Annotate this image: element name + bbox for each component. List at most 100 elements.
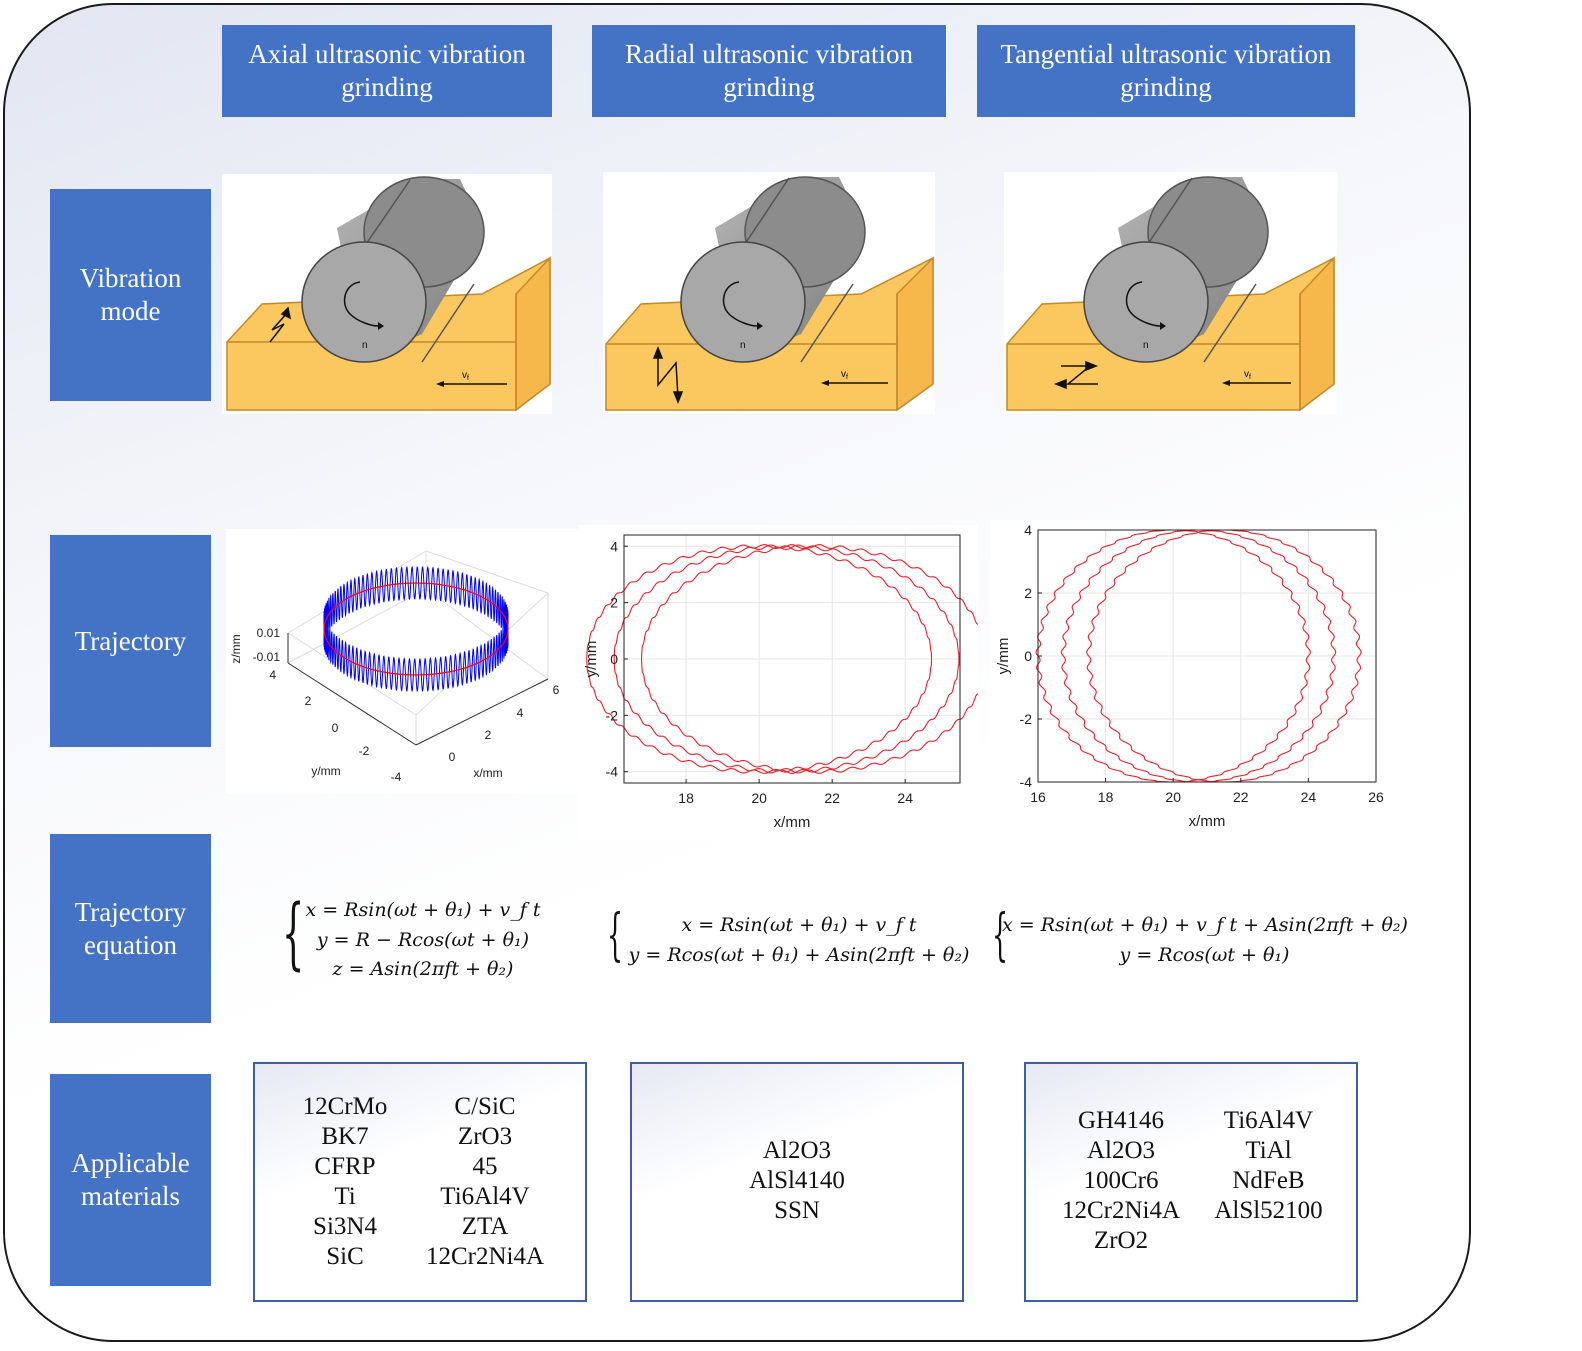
x-tick-label: 18 <box>1098 789 1114 805</box>
equation-line: x = Rsin(ωt + θ₁) + v_f t + Asin(2πft + … <box>1002 914 1408 936</box>
vibration-mode-tangential: n vf <box>1004 172 1337 414</box>
material-item: C/SiC <box>454 1093 516 1120</box>
radial-vibration-arrow <box>652 345 684 405</box>
grinding-wheel: n <box>301 176 485 363</box>
trajectory-curve <box>586 544 933 774</box>
material-item: BK7 <box>321 1123 369 1150</box>
y-tick-label: -2 <box>1020 711 1033 727</box>
x-tick-label: 20 <box>751 790 767 806</box>
material-item: Ti6Al4V <box>440 1183 530 1210</box>
z-tick-label: -0.01 <box>253 650 281 664</box>
axis-wireframe <box>425 588 549 680</box>
rotation-label: n <box>1143 340 1149 351</box>
material-item: 45 <box>472 1153 498 1180</box>
equation-line: x = Rsin(ωt + θ₁) + v_f t <box>305 899 541 921</box>
x-tick-label: 22 <box>1233 789 1249 805</box>
axial-vibration-arrow <box>269 306 292 343</box>
equation-line: y = Rcos(ωt + θ₁) + Asin(2πft + θ₂) <box>628 944 970 966</box>
x-tick-label: 22 <box>824 790 840 806</box>
feed-arrow: vf <box>821 369 888 386</box>
trajectory-3d-red <box>323 582 509 676</box>
y-tick-label: 4 <box>1024 522 1032 538</box>
feed-arrow: vf <box>436 370 507 387</box>
y-tick-label: 4 <box>610 538 618 554</box>
x-tick-label: 24 <box>897 790 913 806</box>
axis-wireframe <box>425 550 549 594</box>
material-item: 12Cr2Ni4A <box>425 1243 545 1270</box>
equation-line: x = Rsin(ωt + θ₁) + v_f t <box>681 914 917 936</box>
feed-arrow: vf <box>1222 369 1291 386</box>
y-tick-label: -2 <box>606 707 619 723</box>
y-tick-label: 2 <box>305 694 312 708</box>
rotation-label: n <box>740 340 746 351</box>
y-tick-label: 4 <box>269 668 276 682</box>
x-tick-label: 0 <box>449 750 456 764</box>
vibration-mode-axial: n vf <box>222 174 552 414</box>
grinding-wheel: n <box>1083 176 1269 363</box>
material-item: 100Cr6 <box>1083 1167 1159 1194</box>
equation-line: y = Rcos(ωt + θ₁) <box>1119 944 1290 966</box>
material-item: ZTA <box>461 1213 509 1240</box>
y-tick-label: -2 <box>359 744 370 758</box>
x-tick-label: 24 <box>1301 789 1317 805</box>
trajectory-curve <box>613 544 960 774</box>
z-tick-label: 0.01 <box>257 626 281 640</box>
material-item: 12Cr2Ni4A <box>1061 1197 1181 1224</box>
material-item: ZrO3 <box>457 1123 513 1150</box>
y-tick-label: -4 <box>391 770 402 784</box>
equation-brace: { <box>992 903 1009 968</box>
material-item: ZrO2 <box>1093 1227 1149 1254</box>
material-item: Al2O3 <box>762 1137 832 1164</box>
y-tick-label: 0 <box>1024 648 1032 664</box>
y-axis-line <box>287 662 417 746</box>
feed-label: vf <box>841 369 848 381</box>
grinding-wheel: n <box>680 176 866 363</box>
material-item: Al2O3 <box>1086 1137 1156 1164</box>
material-item: SiC <box>326 1243 364 1270</box>
axis-wireframe <box>287 588 427 664</box>
x-tick-label: 20 <box>1165 789 1181 805</box>
material-item: AlSl4140 <box>749 1167 845 1194</box>
axis-wireframe <box>287 550 427 634</box>
material-item: AlSl52100 <box>1214 1197 1323 1224</box>
equation-line: y = R − Rcos(ωt + θ₁) <box>316 929 530 951</box>
y-axis-label: y/mm <box>583 641 600 678</box>
row-label-vibration-mode: Vibration mode <box>50 189 211 401</box>
y-tick-label: 2 <box>610 595 618 611</box>
material-item: TiAl <box>1245 1137 1292 1164</box>
x-tick-label: 18 <box>678 790 694 806</box>
equation-axial: { x = Rsin(ωt + θ₁) + v_f t y = R − Rcos… <box>282 889 552 990</box>
feed-label: vf <box>1244 369 1251 381</box>
axis-wireframe <box>287 632 417 716</box>
x-tick-label: 2 <box>485 728 492 742</box>
y-tick-label: -4 <box>1020 774 1033 790</box>
y-axis-label: y/mm <box>995 638 1012 675</box>
x-tick-label: 6 <box>553 683 560 697</box>
material-item: CFRP <box>314 1153 376 1180</box>
feed-label: vf <box>462 370 469 382</box>
x-axis-line <box>415 678 549 746</box>
x-axis-label: x/mm <box>473 766 502 780</box>
z-axis-label: z/mm <box>229 634 243 663</box>
row-label-applicable-materials: Applicable materials <box>50 1074 211 1286</box>
material-item: NdFeB <box>1232 1167 1305 1194</box>
x-tick-label: 4 <box>517 706 524 720</box>
tangential-vibration-arrow <box>1053 360 1099 390</box>
header-tangential: Tangential ultrasonic vibration grinding <box>977 25 1355 117</box>
x-axis-label: x/mm <box>774 814 811 831</box>
trajectory-curve <box>640 544 978 774</box>
equation-tangential: { x = Rsin(ωt + θ₁) + v_f t + Asin(2πft … <box>992 904 1408 970</box>
y-tick-label: 0 <box>610 651 618 667</box>
x-tick-label: 16 <box>1030 789 1046 805</box>
header-radial: Radial ultrasonic vibration grinding <box>592 25 946 117</box>
y-tick-label: 0 <box>332 721 339 735</box>
material-item: Ti6Al4V <box>1223 1107 1314 1134</box>
